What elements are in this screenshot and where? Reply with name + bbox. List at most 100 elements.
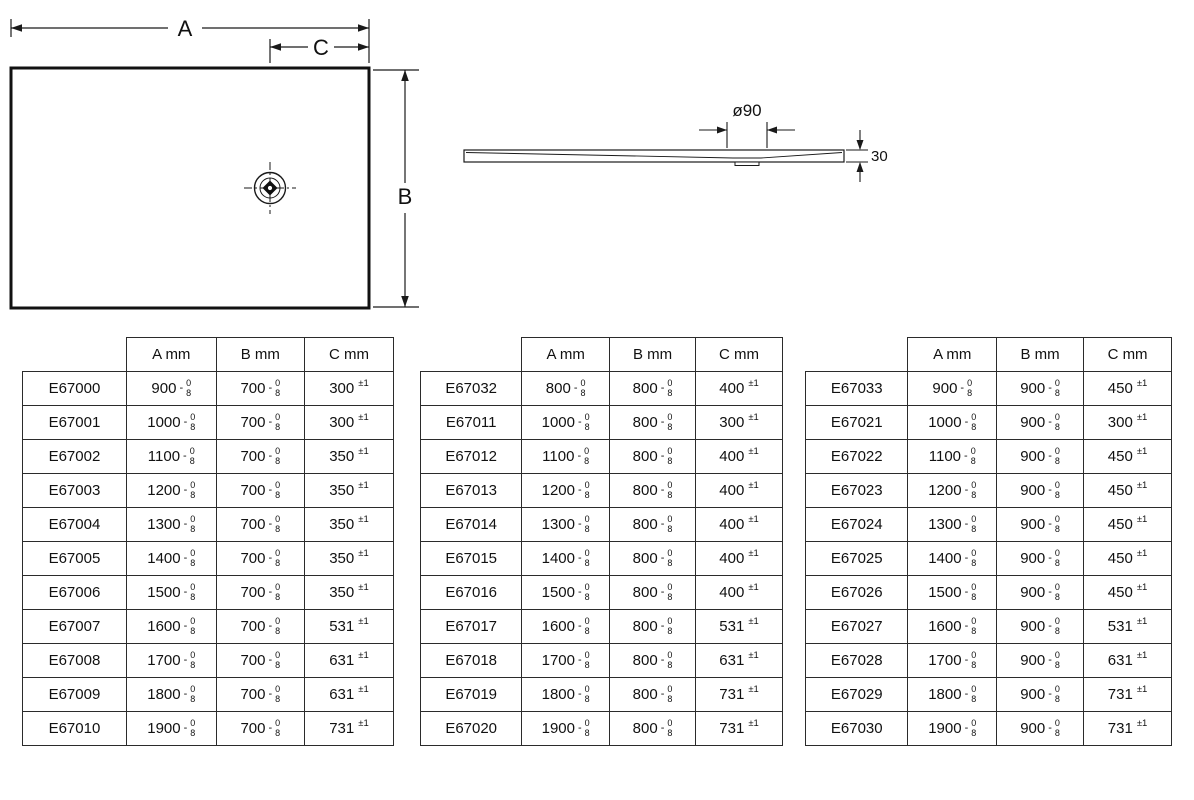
tolerance-plusminus: ±1	[358, 412, 369, 423]
tolerance-sign: -	[1048, 518, 1052, 530]
tolerance-sign: -	[1048, 654, 1052, 666]
tolerance-plusminus: ±1	[748, 650, 759, 661]
product-code: E67008	[22, 643, 127, 678]
dimension-label-b: B	[398, 184, 413, 209]
tolerance-sign: -	[660, 518, 665, 530]
tolerance-sign: -	[268, 722, 273, 734]
arrowhead	[767, 126, 777, 134]
product-code: E67001	[22, 405, 127, 440]
dim-c-value: 400±1	[695, 575, 783, 610]
tolerance-sign: -	[183, 518, 188, 530]
product-code: E67025	[804, 541, 909, 576]
tolerance-plusminus: ±1	[748, 582, 759, 593]
tolerance-plusminus: ±1	[358, 480, 369, 491]
product-code: E67019	[419, 677, 523, 712]
tolerance-sign: -	[660, 688, 665, 700]
dim-c-value: 450±1	[1083, 575, 1172, 610]
tolerance-sign: -	[964, 654, 969, 666]
tolerance-sign: -	[183, 552, 188, 564]
dim-c-value: 300±1	[1083, 405, 1172, 440]
column-header: C mm	[303, 337, 395, 372]
product-code: E67015	[419, 541, 523, 576]
tolerance-sign: -	[964, 450, 968, 462]
dim-c-value: 731±1	[1083, 711, 1172, 746]
dim-c-value: 400±1	[695, 507, 783, 542]
tolerance-sign: -	[964, 620, 969, 632]
tolerance-plusminus: ±1	[748, 684, 759, 695]
arrowhead	[11, 24, 22, 32]
tolerance-plusminus: ±1	[748, 718, 759, 729]
product-code: E67032	[419, 371, 523, 406]
product-code: E67012	[419, 439, 523, 474]
product-code: E67009	[22, 677, 127, 712]
column-header: A mm	[125, 337, 217, 372]
tolerance-sign: -	[1048, 722, 1052, 734]
tolerance-plusminus: ±1	[1136, 412, 1148, 423]
tolerance-sign: -	[268, 620, 273, 632]
product-code: E67028	[804, 643, 909, 678]
product-code: E67004	[22, 507, 127, 542]
dim-c-value: 531±1	[695, 609, 783, 644]
tolerance-sign: -	[268, 654, 273, 666]
tray-outline	[9, 66, 371, 310]
product-code: E67027	[804, 609, 909, 644]
tolerance-sign: -	[183, 620, 188, 632]
column-header: A mm	[907, 337, 998, 372]
product-code: E67005	[22, 541, 127, 576]
tolerance-sign: -	[578, 518, 582, 530]
column-header: B mm	[608, 337, 697, 372]
arrowhead	[270, 43, 281, 51]
tolerance-sign: -	[1048, 620, 1052, 632]
tolerance-sign: -	[964, 484, 969, 496]
tolerance-sign: -	[1048, 382, 1052, 394]
tolerance-plusminus: ±1	[358, 446, 369, 457]
tolerance-sign: -	[1048, 484, 1052, 496]
